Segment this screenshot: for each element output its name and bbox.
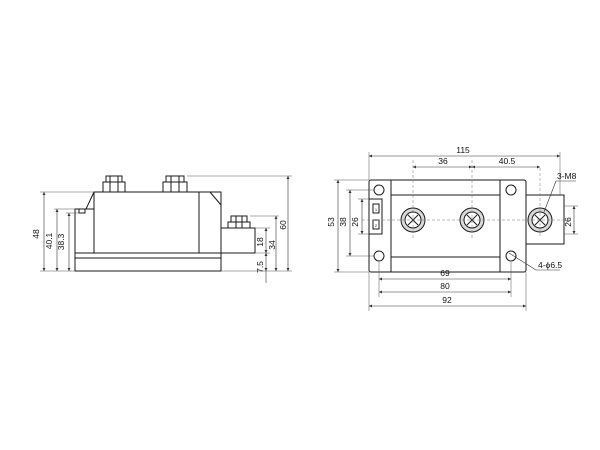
module-housing (93, 191, 200, 254)
dim-height-26-right: 26 (563, 217, 573, 227)
dim-width-92: 92 (442, 295, 452, 305)
mounting-hole-bottom-left (373, 250, 385, 262)
side-terminal-block (220, 227, 256, 254)
svg-text:2: 2 (375, 223, 378, 228)
dim-width-36: 36 (438, 156, 448, 166)
mounting-hole-bottom-right (505, 250, 517, 262)
dim-height-38: 38 (338, 217, 348, 227)
side-view: 48 40.1 38.3 60 34 18 7.5 (31, 175, 292, 283)
dim-height-18: 18 (255, 237, 265, 247)
dim-height-34: 34 (267, 240, 277, 250)
terminal-nut-left (102, 175, 126, 193)
dim-width-69: 69 (440, 268, 450, 278)
module-top-face (390, 179, 501, 273)
svg-text:1: 1 (375, 207, 378, 212)
module-body-outline (368, 179, 527, 273)
callout-holes-4-d6-5: 4-ϕ6.5 (538, 260, 562, 270)
top-view: 1 2 (326, 145, 578, 311)
dim-height-53: 53 (326, 217, 336, 227)
callout-thread-3-m8: 3-M8 (557, 171, 577, 181)
dim-height-60: 60 (278, 220, 288, 230)
base-plate (74, 252, 222, 272)
dim-height-38-3: 38.3 (56, 233, 66, 250)
left-ledge (74, 208, 95, 254)
dim-height-7-5: 7.5 (255, 261, 265, 273)
dim-width-80: 80 (440, 281, 450, 291)
mounting-hole-top-right (505, 184, 517, 196)
dim-width-115: 115 (456, 145, 470, 155)
dim-width-40-5: 40.5 (499, 156, 516, 166)
terminal-nut-right (162, 175, 188, 193)
dim-height-26-left: 26 (350, 217, 360, 227)
dim-height-40-1: 40.1 (44, 232, 54, 249)
mounting-hole-top-left (373, 184, 385, 196)
dim-height-48: 48 (31, 229, 41, 239)
